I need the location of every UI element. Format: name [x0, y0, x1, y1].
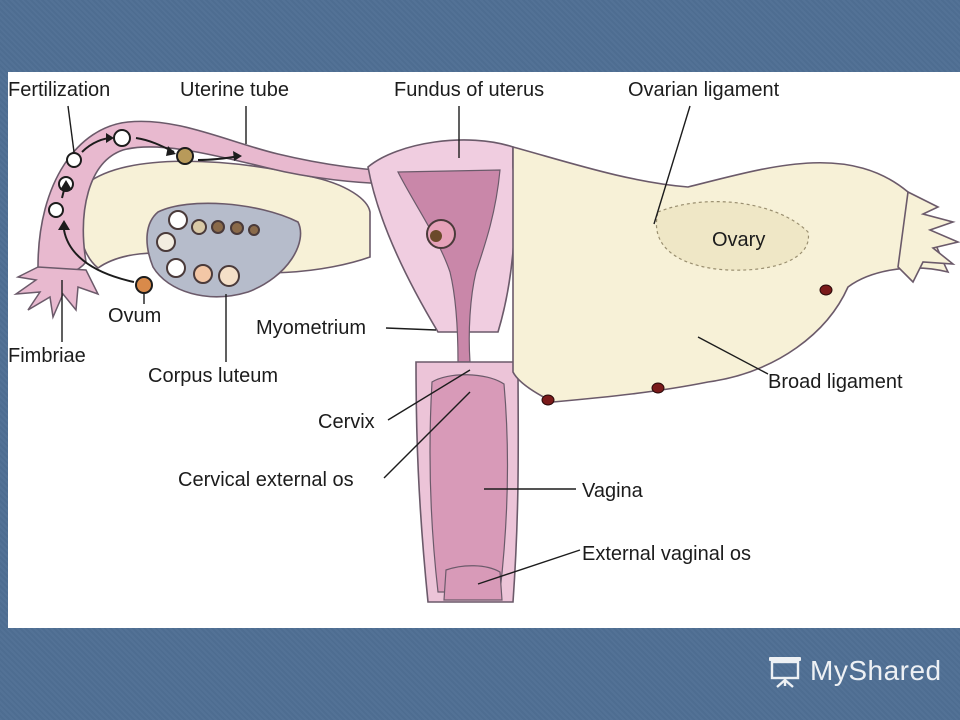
- follicles: [156, 210, 260, 287]
- watermark: MyShared: [766, 652, 942, 690]
- leader-lines: [61, 105, 769, 585]
- label-fundus: Fundus of uterus: [394, 79, 544, 101]
- label-myometrium: Myometrium: [256, 317, 366, 339]
- anatomy-diagram: Fertilization Uterine tube Fundus of ute…: [8, 72, 960, 628]
- label-ovarian-ligament: Ovarian ligament: [628, 79, 780, 101]
- label-external-vaginal-os: External vaginal os: [582, 543, 751, 565]
- label-uterine-tube: Uterine tube: [180, 79, 289, 101]
- label-vagina: Vagina: [582, 480, 644, 502]
- label-fimbriae: Fimbriae: [8, 345, 86, 367]
- arrow-heads: [58, 133, 242, 230]
- vaginal-canal: [429, 374, 509, 593]
- label-fertilization: Fertilization: [8, 79, 110, 101]
- label-cervical-external-os: Cervical external os: [178, 469, 354, 491]
- ovary-right: [655, 201, 809, 271]
- label-cervix: Cervix: [318, 411, 375, 433]
- watermark-text: MyShared: [810, 655, 942, 686]
- broad-ligament-right: [512, 145, 950, 403]
- fimbriae-right: [897, 190, 960, 284]
- label-corpus-luteum: Corpus luteum: [148, 365, 278, 387]
- presentation-board-icon: [769, 657, 801, 688]
- ligament-spots: [541, 284, 833, 406]
- label-ovary: Ovary: [712, 229, 765, 251]
- label-ovum: Ovum: [108, 305, 161, 327]
- label-broad-ligament: Broad ligament: [768, 371, 903, 393]
- fimbriae-fringe: [13, 266, 100, 320]
- external-vaginal-os-shape: [443, 565, 503, 601]
